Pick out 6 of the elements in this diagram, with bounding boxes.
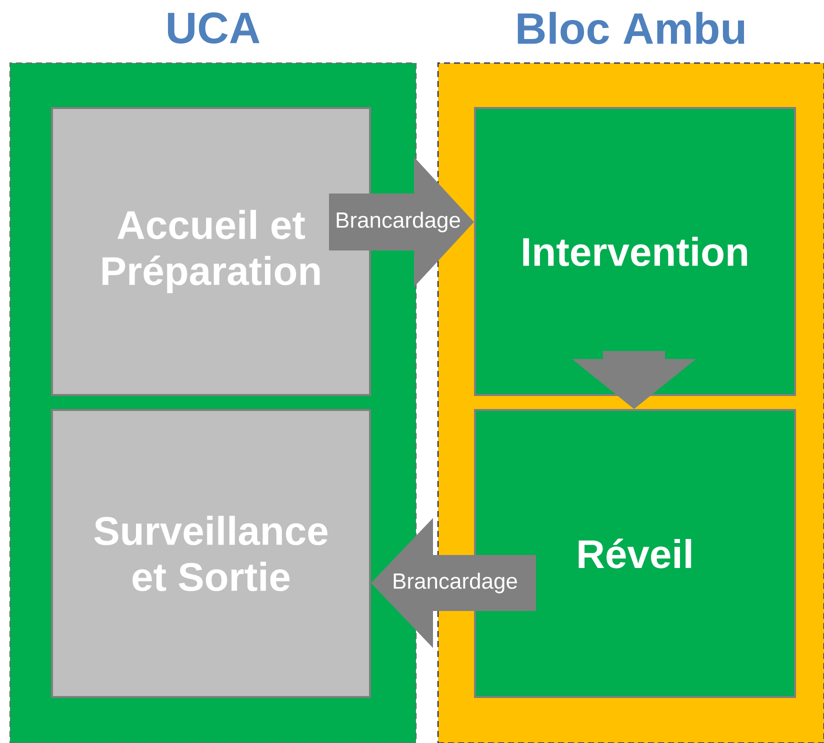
node-label: Bloc Ambu	[518, 12, 744, 44]
edge-label: Brancardage	[333, 210, 463, 234]
process-box: Surveillance et Sortie	[51, 409, 371, 698]
node-label: UCA	[168, 12, 260, 44]
block-arrow	[572, 351, 696, 409]
process-box: Intervention	[474, 107, 796, 396]
